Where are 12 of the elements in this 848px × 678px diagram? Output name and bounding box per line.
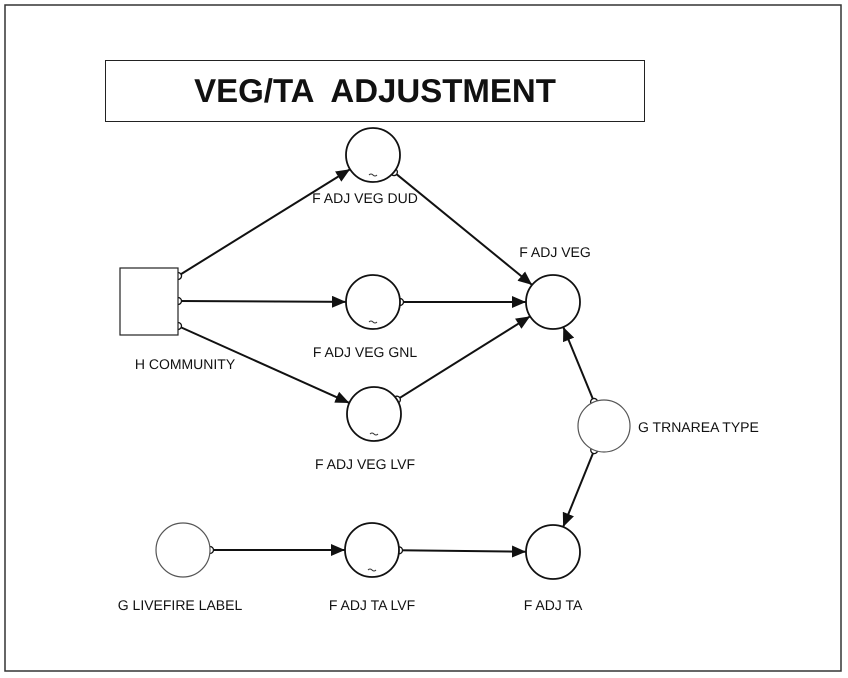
node-label: F ADJ VEG DUD [312,190,418,206]
arrow [392,315,531,404]
node-label: H COMMUNITY [134,356,236,372]
arrow [390,168,533,286]
node-label: G TRNAREA TYPE [638,419,759,435]
title-banner: VEG/TA ADJUSTMENT [105,60,645,122]
node-label: F ADJ TA [524,597,582,613]
node-label: F ADJ VEG GNL [312,344,418,360]
node-label: F ADJ VEG LVF [314,456,416,472]
node-label: F ADJ TA LVF [328,597,416,613]
node-label: F ADJ VEG [519,244,591,260]
node-label: G LIVEFIRE LABEL [118,597,242,613]
